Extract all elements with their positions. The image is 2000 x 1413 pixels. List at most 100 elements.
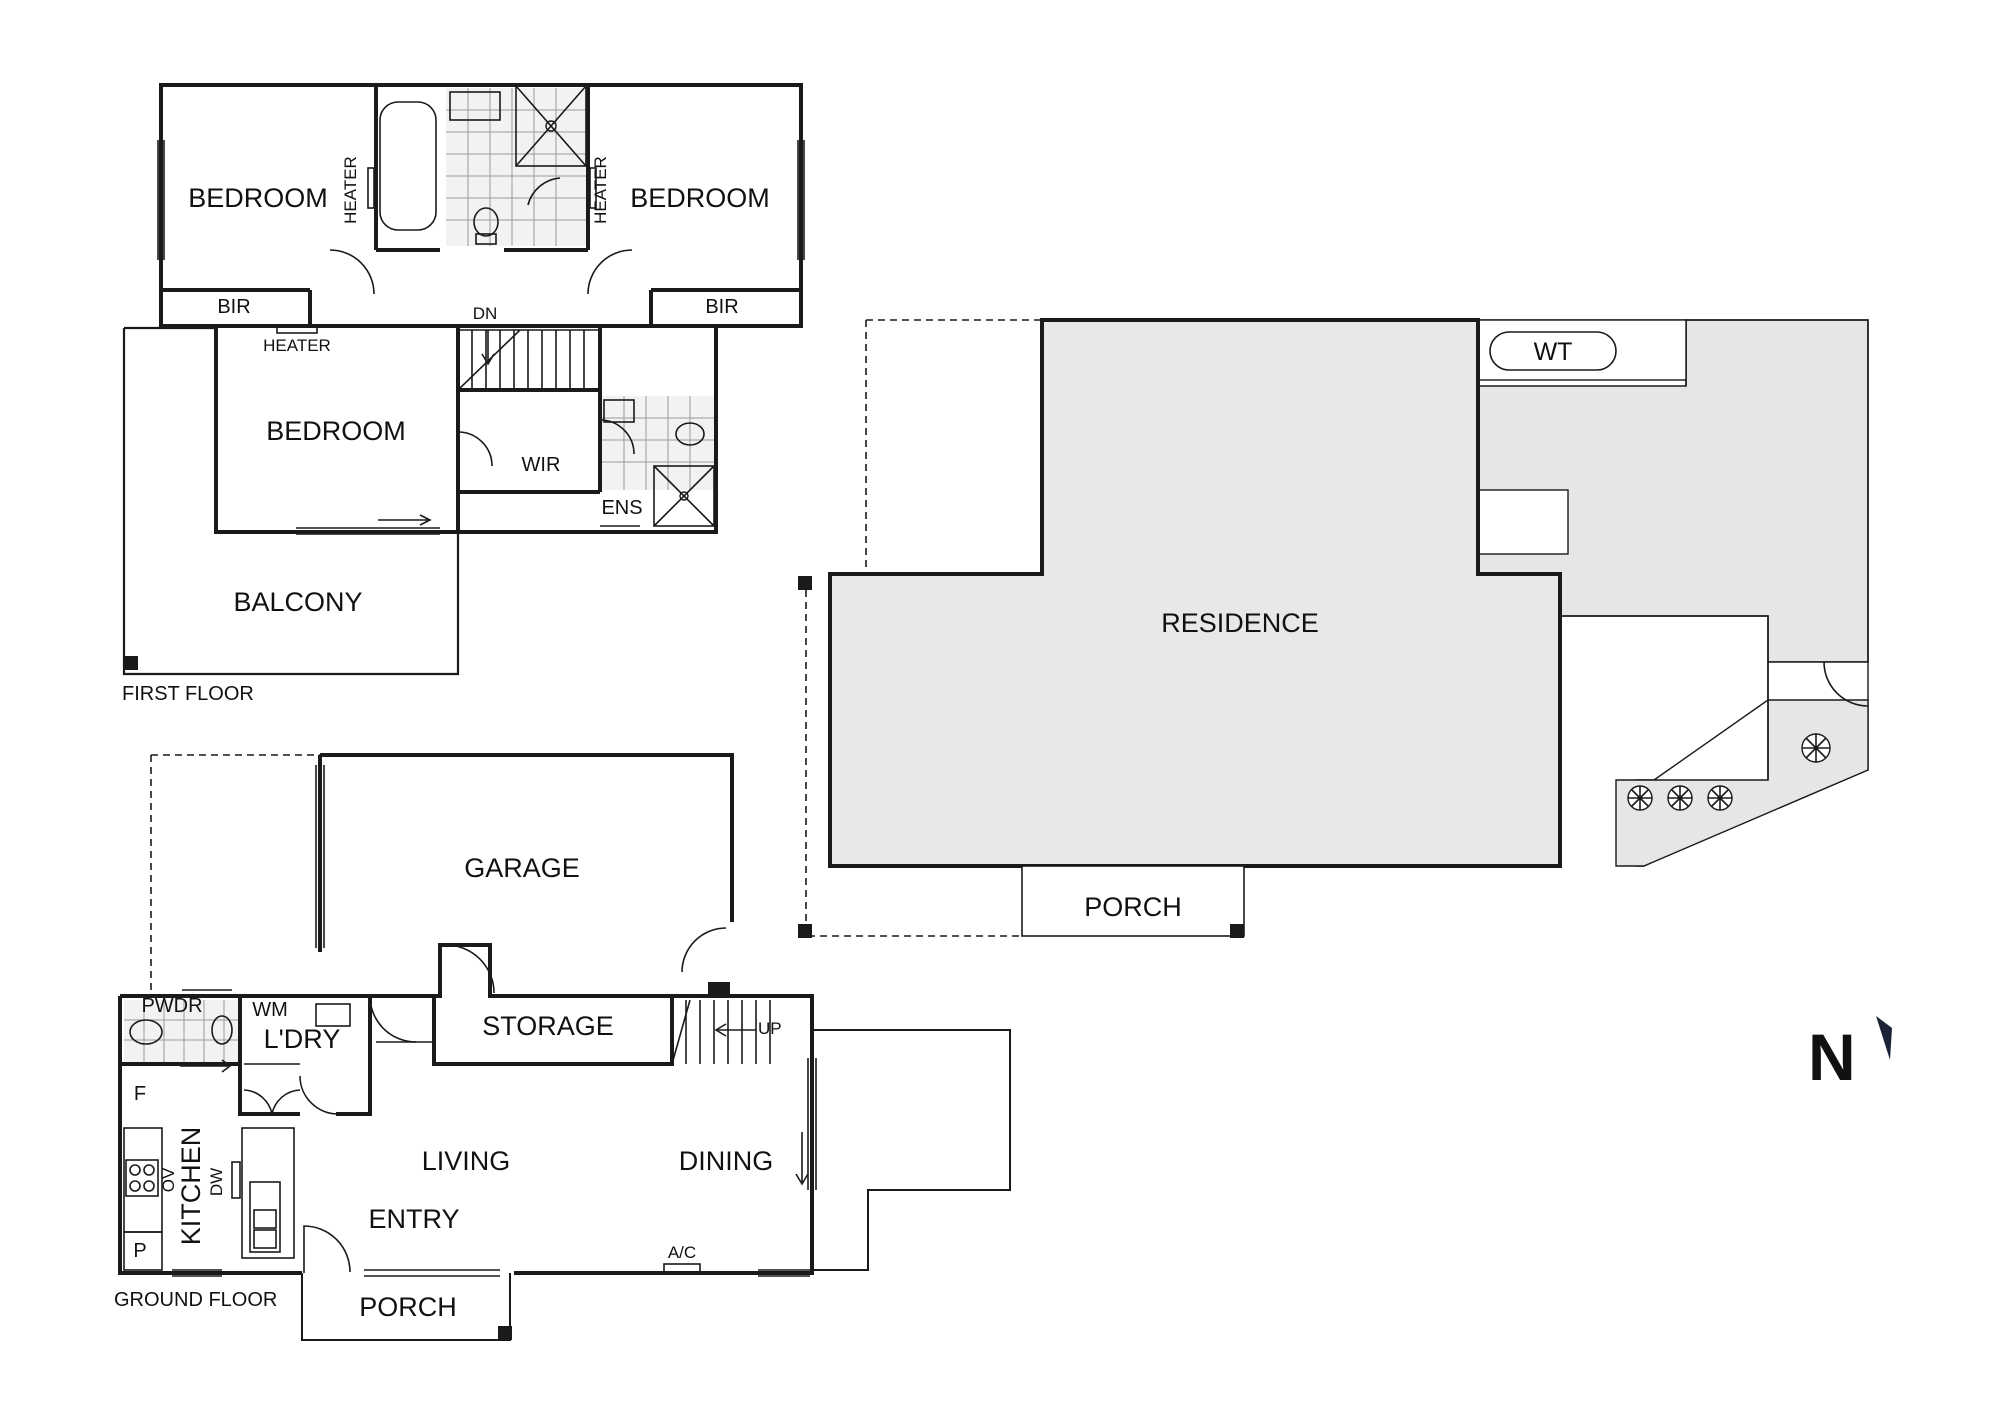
- oven-label: OV: [159, 1167, 178, 1192]
- heater-icon: [276, 326, 318, 334]
- room-label-dining: DINING: [679, 1146, 774, 1176]
- room-label-bedroom: BEDROOM: [630, 183, 770, 213]
- door-swing-icon: [457, 431, 493, 467]
- room-label-kitchen: KITCHEN: [176, 1127, 206, 1246]
- room-label-wir: WIR: [522, 454, 561, 476]
- sink-icon: [249, 1181, 281, 1253]
- window-icon: [172, 1269, 222, 1277]
- vanity-icon: [603, 399, 635, 423]
- post-icon: [798, 576, 812, 590]
- dishwasher-label: DW: [207, 1168, 226, 1196]
- room-label-porch: PORCH: [359, 1292, 457, 1322]
- sliding-door-icon: [807, 1058, 817, 1190]
- door-swing-icon: [587, 249, 633, 295]
- post-icon: [1230, 924, 1244, 938]
- shower-icon: [653, 465, 715, 527]
- heater-label: HEATER: [591, 156, 610, 224]
- window-icon: [157, 140, 165, 260]
- bathtub-icon: [379, 101, 437, 231]
- slide-arrow-icon: [180, 1059, 232, 1073]
- door-swing-icon: [527, 177, 561, 206]
- door-swing-icon: [681, 927, 727, 973]
- heater-label: HEATER: [341, 156, 360, 224]
- shrub-icon: [1801, 733, 1831, 763]
- pantry-icon: [123, 1231, 163, 1271]
- door-swing-icon: [303, 1225, 351, 1273]
- door-swing-icon: [369, 995, 417, 1043]
- post-icon: [798, 924, 812, 938]
- site-label-residence: RESIDENCE: [1161, 608, 1319, 638]
- toilet-icon: [129, 1019, 163, 1045]
- stair-up-label: UP: [758, 1019, 782, 1038]
- toilet-icon: [473, 207, 499, 245]
- island-bench-icon: [241, 1127, 295, 1259]
- powder-tiles: [124, 1000, 238, 1062]
- cooktop-icon: [125, 1159, 159, 1197]
- site-label-water-tank: WT: [1534, 338, 1573, 366]
- window-icon: [182, 989, 232, 997]
- staircase-icon: [671, 999, 771, 1065]
- room-label-bedroom: BEDROOM: [188, 183, 328, 213]
- first-floor-plan: BEDROOM BEDROOM BEDROOM BIR BIR HEATER H…: [122, 83, 805, 705]
- wm-label: WM: [252, 999, 288, 1021]
- post-icon: [708, 982, 730, 996]
- site-label-porch: PORCH: [1084, 892, 1182, 922]
- fridge-label: F: [134, 1083, 146, 1105]
- north-arrow-icon: [1876, 1016, 1892, 1060]
- room-label-ens: ENS: [601, 497, 642, 519]
- shower-icon: [515, 85, 587, 167]
- shrub-icon: [1707, 785, 1733, 811]
- floor-title-ground: GROUND FLOOR: [114, 1289, 277, 1311]
- gate-swing-icon: [1823, 661, 1869, 707]
- ground-floor-plan: GARAGE STORAGE UP PWDR WM L'DRY F KITCHE…: [114, 753, 1011, 1341]
- kitchen-bench-icon: [123, 1127, 163, 1233]
- post-icon: [124, 656, 138, 670]
- window-icon: [758, 1269, 810, 1277]
- room-label-living: LIVING: [422, 1146, 511, 1176]
- door-swing-icon: [599, 419, 635, 455]
- room-label-entry: ENTRY: [368, 1204, 459, 1234]
- window-icon: [797, 140, 805, 260]
- dishwasher-icon: [231, 1161, 241, 1199]
- toilet-icon: [675, 422, 705, 446]
- room-label-bir: BIR: [217, 296, 250, 318]
- site-plan: RESIDENCE PORCH WT: [798, 318, 1869, 938]
- post-icon: [498, 1326, 512, 1340]
- slide-arrow-icon: [378, 514, 432, 526]
- floor-title-first: FIRST FLOOR: [122, 683, 254, 705]
- sliding-door-icon: [296, 527, 440, 535]
- basin-icon: [211, 1015, 233, 1045]
- door-swing-icon: [299, 1075, 339, 1115]
- stair-dn-label: DN: [473, 304, 498, 323]
- ac-unit-icon: [663, 1263, 701, 1273]
- shrub-icon: [1627, 785, 1653, 811]
- water-tank-icon: [1489, 331, 1617, 371]
- staircase-icon: [457, 329, 600, 391]
- door-swing-icon: [240, 1089, 301, 1115]
- north-label: N: [1808, 1020, 1856, 1094]
- heater-icon: [367, 167, 375, 209]
- room-label-laundry: L'DRY: [264, 1024, 341, 1054]
- room-label-storage: STORAGE: [482, 1011, 614, 1041]
- ensuite-tiles: [602, 396, 714, 490]
- window-icon: [600, 525, 640, 533]
- north-compass: N: [1808, 1016, 1892, 1094]
- heater-label: HEATER: [263, 336, 331, 355]
- shrub-icon: [1667, 785, 1693, 811]
- room-label-pwdr: PWDR: [141, 995, 202, 1017]
- washing-machine-icon: [315, 1003, 351, 1027]
- heater-icon: [589, 167, 597, 209]
- room-label-balcony: BALCONY: [233, 587, 362, 617]
- vanity-icon: [449, 91, 501, 121]
- door-swing-icon: [329, 249, 375, 295]
- door-swing-icon: [445, 944, 495, 994]
- pantry-label: P: [133, 1240, 146, 1262]
- roller-door-icon: [315, 765, 325, 948]
- room-label-garage: GARAGE: [464, 853, 580, 883]
- shed-icon: [1477, 489, 1569, 555]
- room-label-bir: BIR: [705, 296, 738, 318]
- room-label-bedroom: BEDROOM: [266, 416, 406, 446]
- window-icon: [364, 1269, 500, 1277]
- ac-label: A/C: [668, 1243, 696, 1262]
